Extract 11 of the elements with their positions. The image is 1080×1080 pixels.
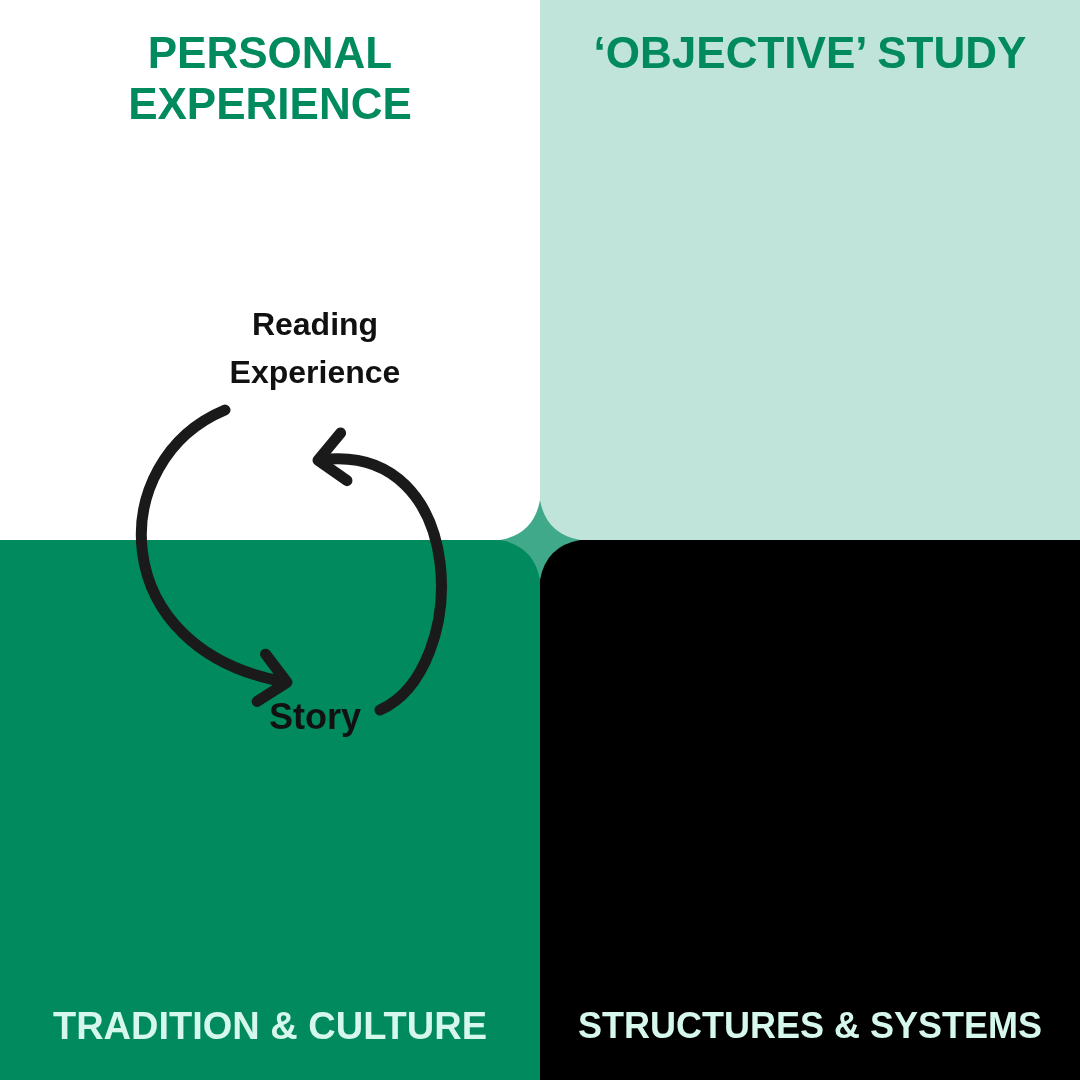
quadrant-heading: TRADITION & CULTURE [51, 1005, 489, 1049]
quadrant-panel [0, 540, 540, 1080]
curved-arrow [312, 430, 447, 716]
cycle-label: Reading Experience [205, 300, 425, 396]
quadrant-panel [540, 0, 1080, 540]
curved-arrow [136, 404, 293, 705]
quadrant-heading: PERSONAL EXPERIENCE [127, 28, 413, 130]
cycle-label: Story [250, 690, 380, 744]
quadrant-heading: STRUCTURES & SYSTEMS [576, 1005, 1043, 1047]
quadrant-panel [540, 540, 1080, 1080]
quadrant-heading: ‘OBJECTIVE’ STUDY [592, 28, 1028, 79]
